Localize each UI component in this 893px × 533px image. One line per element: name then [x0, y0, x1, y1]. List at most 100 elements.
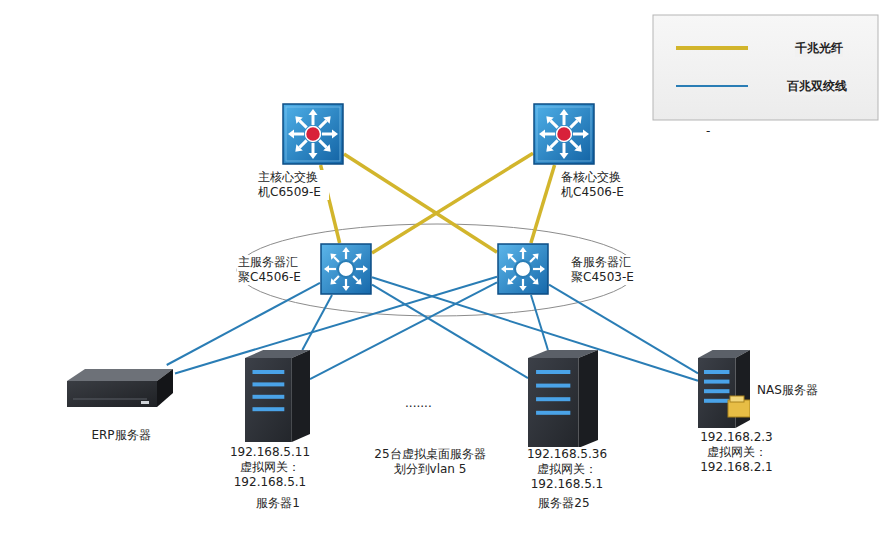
- switch-arrow: [334, 276, 339, 281]
- switch-arrowhead: [574, 144, 581, 151]
- switch-arrow: [563, 115, 566, 125]
- erp-bezel: [73, 399, 147, 400]
- legend-text: 百兆双绞线: [787, 78, 847, 95]
- desktop-server: 192.168.5.36 虚拟网关： 192.168.5.1服务器25: [528, 350, 598, 448]
- switch-arrowhead: [583, 130, 589, 139]
- switch-arrow: [345, 279, 347, 286]
- switch-arrowhead: [574, 116, 581, 123]
- switch-arrow: [300, 140, 307, 147]
- server-front: [245, 358, 292, 442]
- folder-icon: [728, 400, 750, 417]
- device-icon: [528, 350, 598, 448]
- server-bay: [252, 407, 284, 411]
- switch-arrow: [511, 276, 516, 281]
- switch-arrowhead: [295, 116, 302, 123]
- switch-arrow: [530, 257, 535, 262]
- switch-arrow: [522, 252, 524, 259]
- switch-arrow: [545, 133, 555, 136]
- switch-body: [498, 244, 548, 294]
- device-label: 备服务器汇 聚C4503-E: [570, 255, 642, 285]
- device-label: 备核心交换 机C4506-E: [560, 170, 632, 200]
- switch-arrowhead: [540, 265, 545, 273]
- desktop-server: 192.168.5.11 虚拟网关： 192.168.5.1服务器1: [245, 350, 310, 442]
- switch-arrow: [334, 257, 339, 262]
- switch-arrow: [563, 143, 566, 153]
- fiber-link: [531, 165, 555, 243]
- switch-arrow: [294, 133, 304, 136]
- device-icon: [320, 243, 372, 295]
- server-front: [528, 358, 578, 448]
- switch-arrowhead: [560, 153, 569, 159]
- switch-arrowhead: [288, 130, 294, 139]
- server-bay: [536, 384, 570, 388]
- legend-text: 千兆光纤: [795, 40, 843, 57]
- switch-arrow: [345, 252, 347, 259]
- server-bay: [704, 370, 729, 374]
- copper-link: [310, 282, 497, 379]
- agg-hub: [515, 261, 531, 277]
- switch-arrow: [312, 143, 315, 153]
- core-dot: [557, 127, 572, 142]
- switch-arrow: [356, 268, 363, 270]
- switch-arrowhead: [507, 278, 513, 284]
- nas-server: NAS服务器192.168.2.3 虚拟网关： 192.168.2.1: [698, 350, 750, 428]
- server-side: [292, 350, 310, 442]
- switch-arrowhead: [539, 130, 545, 139]
- switch-arrow: [551, 121, 558, 128]
- switch-bevel: [537, 107, 591, 161]
- switch-arrow: [319, 140, 326, 147]
- switch-arrowhead: [363, 265, 368, 273]
- switch-arrowhead: [560, 109, 569, 115]
- switch-arrowhead: [330, 278, 336, 284]
- fiber-link: [372, 153, 533, 253]
- erp-led: [141, 401, 149, 404]
- server-side: [578, 350, 598, 448]
- legend-swatch: [676, 46, 748, 50]
- group-note: 25台虚拟桌面服务器 划分到vlan 5: [374, 447, 486, 477]
- erp-server: ERP服务器: [65, 365, 175, 415]
- switch-arrowhead: [532, 278, 538, 284]
- agg-hub: [338, 261, 354, 277]
- device-icon: [245, 350, 310, 442]
- switch-arrowhead: [324, 265, 329, 273]
- legend-swatch: [676, 85, 748, 87]
- switch-arrow: [312, 115, 315, 125]
- server-bay: [704, 399, 729, 403]
- server-bay: [252, 382, 284, 386]
- server-bay: [536, 370, 570, 374]
- device-label: 192.168.5.36 虚拟网关： 192.168.5.1: [525, 447, 609, 492]
- copper-link: [531, 295, 548, 350]
- switch-arrowhead: [332, 130, 338, 139]
- switch-arrowhead: [323, 116, 330, 123]
- device-icon: [282, 103, 344, 165]
- device-icon: [65, 365, 175, 415]
- core-switch: 备核心交换 机C4506-E: [533, 103, 595, 165]
- device-caption: 服务器1: [242, 496, 314, 511]
- copper-link: [302, 295, 332, 350]
- core-switch: 主核心交换 机C6509-E: [282, 103, 344, 165]
- erp-top: [67, 369, 173, 381]
- legend-box: [653, 15, 878, 120]
- device-icon: [698, 350, 750, 428]
- device-label: NAS服务器: [756, 383, 819, 398]
- server-bay: [704, 389, 729, 393]
- switch-body: [534, 104, 594, 164]
- switch-arrowhead: [519, 286, 527, 291]
- switch-arrow: [522, 279, 524, 286]
- switch-arrow: [506, 268, 513, 270]
- fiber-link: [344, 154, 497, 252]
- switch-arrowhead: [295, 144, 302, 151]
- switch-arrowhead: [546, 116, 553, 123]
- device-label: 主服务器汇 聚C4506-E: [237, 255, 309, 285]
- core-dot: [306, 127, 321, 142]
- switch-arrowhead: [501, 265, 506, 273]
- ellipsis-dots: ·······: [405, 400, 432, 415]
- folder-sheet: [730, 396, 744, 402]
- switch-arrow: [319, 121, 326, 128]
- switch-arrowhead: [323, 144, 330, 151]
- switch-arrow: [353, 257, 358, 262]
- erp-front: [67, 381, 157, 407]
- switch-arrowhead: [309, 153, 318, 159]
- device-label: ERP服务器: [70, 428, 172, 443]
